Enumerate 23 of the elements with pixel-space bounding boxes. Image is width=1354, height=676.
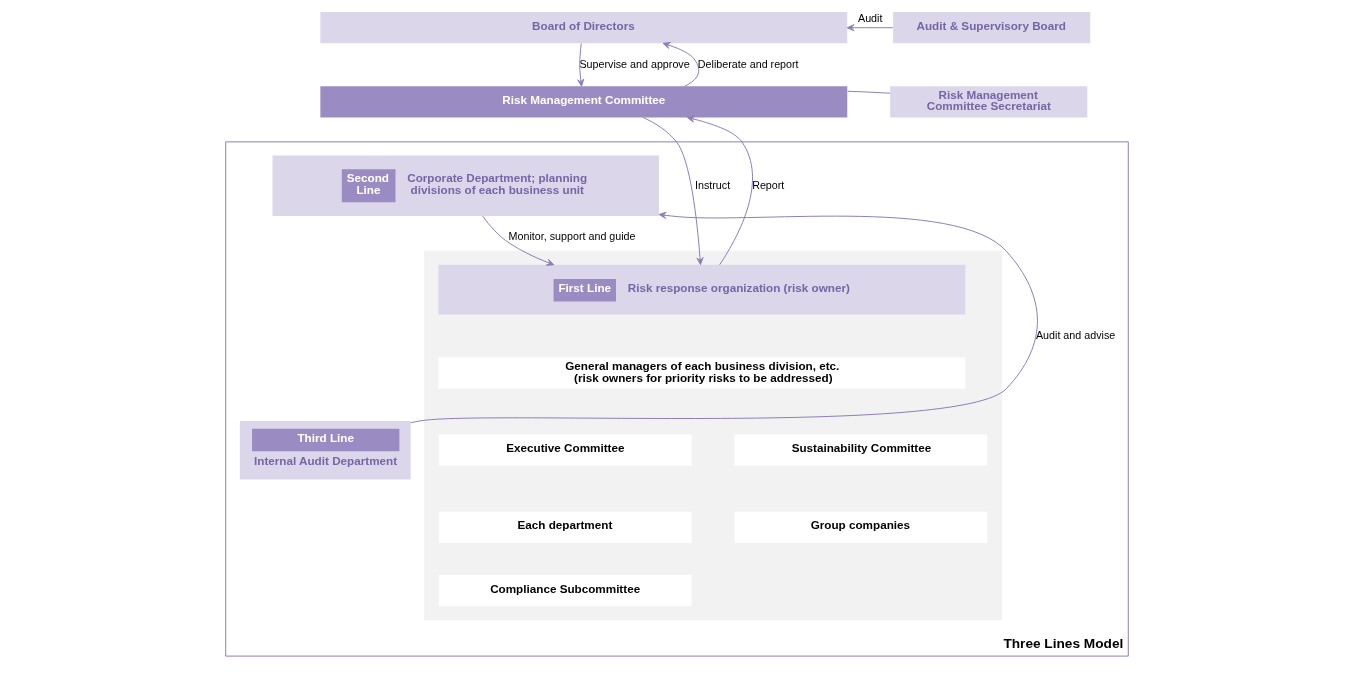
edge-label: Audit and advise xyxy=(1035,328,1116,341)
node-box: First Line Risk response organization (risk owner) xyxy=(438,264,966,315)
cluster xyxy=(424,250,1002,621)
node-box: Third Line Internal Audit Department xyxy=(239,420,411,480)
node-box: Board of Directors xyxy=(320,12,848,44)
edge-label: Instruct xyxy=(695,178,731,191)
arrow xyxy=(577,42,585,87)
edge-label: Supervise and approve xyxy=(579,57,690,70)
node-box: Second Line Corporate Department; planning divisions of each business unit xyxy=(272,155,659,217)
edge-label: Report xyxy=(752,178,785,191)
node-box: Audit & Supervisory Board xyxy=(893,12,1091,44)
arrow xyxy=(686,115,753,266)
node-box: Risk Management Committee Secretariat xyxy=(890,86,1088,118)
edge-label: Monitor, support and guide xyxy=(508,230,636,243)
arrow xyxy=(846,24,894,32)
arrow xyxy=(482,215,555,266)
node-box: Risk Management Committee xyxy=(320,86,848,118)
edge-label: Audit xyxy=(857,11,883,24)
arrow xyxy=(410,211,1038,424)
edge-label: Deliberate and report xyxy=(697,57,799,70)
arrow xyxy=(662,42,700,87)
arrow xyxy=(642,117,704,265)
connector xyxy=(847,90,891,94)
